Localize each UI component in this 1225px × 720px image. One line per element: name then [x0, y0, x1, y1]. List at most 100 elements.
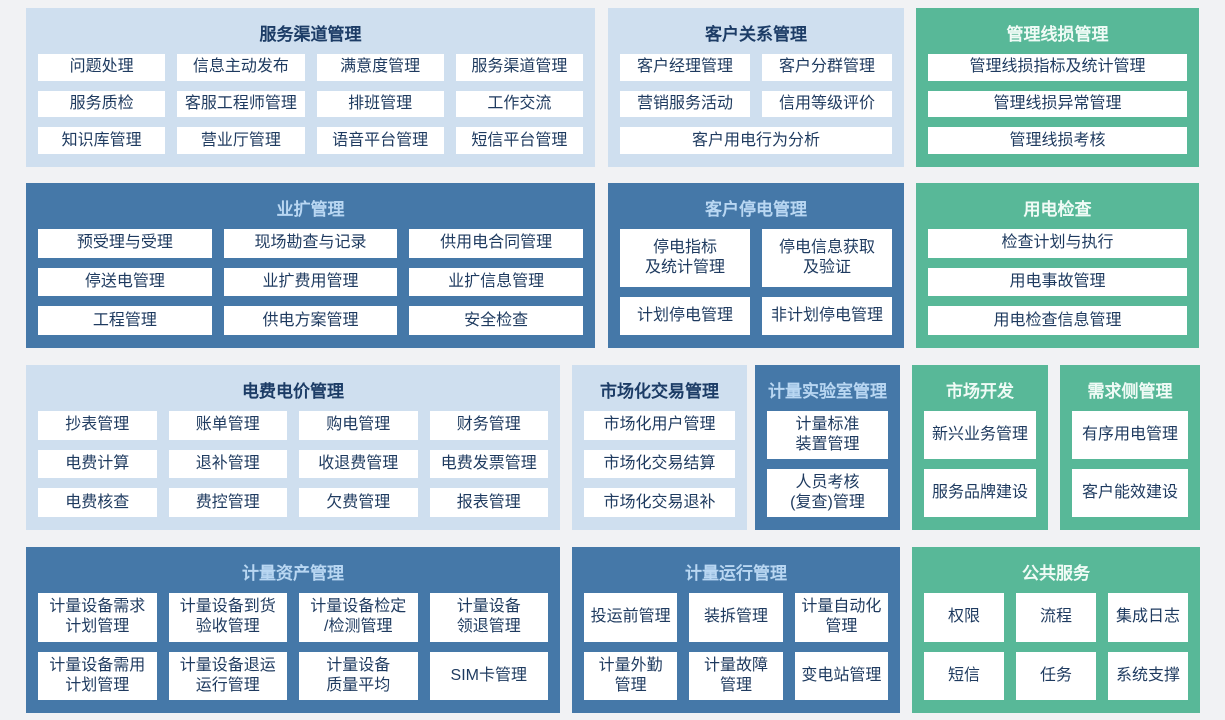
module-item: 短信平台管理 [455, 127, 583, 154]
block-title: 计量运行管理 [685, 564, 787, 583]
module-item: 管理线损异常管理 [928, 90, 1187, 118]
block-module-grid: 新兴业务管理服务品牌建设 [924, 411, 1036, 517]
module-item: 计量外勤 管理 [584, 651, 678, 700]
module-item: 供电方案管理 [223, 306, 398, 335]
block-title: 计量实验室管理 [768, 382, 887, 401]
module-item: 客户用电行为分析 [620, 127, 892, 154]
block-metering-operation-mgmt: 计量运行管理投运前管理装拆管理计量自动化 管理计量外勤 管理计量故障 管理变电站… [572, 547, 900, 713]
module-item: 信用等级评价 [762, 90, 892, 118]
block-title: 客户停电管理 [705, 200, 807, 219]
module-item: 管理线损指标及统计管理 [928, 54, 1187, 81]
block-tariff-billing-mgmt: 电费电价管理抄表管理账单管理购电管理财务管理电费计算退补管理收退费管理电费发票管… [26, 365, 560, 530]
module-item: 集成日志 [1108, 593, 1188, 642]
module-item: 人员考核 (复查)管理 [767, 469, 888, 517]
block-module-grid: 问题处理信息主动发布满意度管理服务渠道管理服务质检客服工程师管理排班管理工作交流… [38, 54, 583, 154]
block-metering-lab-mgmt: 计量实验室管理计量标准 装置管理人员考核 (复查)管理 [755, 365, 900, 530]
module-item: 收退费管理 [299, 449, 418, 479]
block-title: 计量资产管理 [242, 564, 344, 583]
block-title: 业扩管理 [276, 200, 345, 219]
module-item: 满意度管理 [316, 54, 444, 81]
module-item: 计量标准 装置管理 [767, 411, 888, 459]
block-module-grid: 预受理与受理现场勘查与记录供用电合同管理停送电管理业扩费用管理业扩信息管理工程管… [38, 229, 583, 335]
module-item: 计量故障 管理 [689, 651, 783, 700]
module-item: 非计划停电管理 [762, 297, 892, 335]
module-item: 知识库管理 [38, 127, 166, 154]
module-item: 问题处理 [38, 54, 166, 81]
block-module-grid: 投运前管理装拆管理计量自动化 管理计量外勤 管理计量故障 管理变电站管理 [584, 593, 888, 700]
module-item: 计量设备 质量平均 [299, 651, 418, 700]
module-item: 权限 [924, 593, 1004, 642]
module-item: 停送电管理 [38, 267, 212, 297]
block-module-grid: 管理线损指标及统计管理管理线损异常管理管理线损考核 [928, 54, 1187, 154]
block-title: 市场化交易管理 [600, 382, 719, 401]
block-public-services: 公共服务权限流程集成日志短信任务系统支撑 [912, 547, 1200, 713]
module-item: 预受理与受理 [38, 229, 212, 258]
module-item: 报表管理 [429, 488, 548, 517]
module-item: 营销服务活动 [620, 90, 750, 118]
block-power-use-inspection: 用电检查检查计划与执行用电事故管理用电检查信息管理 [916, 183, 1199, 348]
block-module-grid: 客户经理管理客户分群管理营销服务活动信用等级评价客户用电行为分析 [620, 54, 892, 154]
module-item: 计量设备检定 /检测管理 [299, 593, 418, 642]
module-item: 服务品牌建设 [924, 469, 1036, 517]
module-item: 短信 [924, 651, 1004, 700]
module-item: 市场化交易结算 [584, 449, 735, 479]
module-item: 费控管理 [168, 488, 287, 517]
module-item: 计量自动化 管理 [794, 593, 888, 642]
module-item: 检查计划与执行 [928, 229, 1187, 258]
block-market-trade-mgmt: 市场化交易管理市场化用户管理市场化交易结算市场化交易退补 [572, 365, 747, 530]
block-market-development: 市场开发新兴业务管理服务品牌建设 [912, 365, 1048, 530]
module-item: 信息主动发布 [177, 54, 305, 81]
module-item: 计量设备 领退管理 [429, 593, 548, 642]
module-item: 客服工程师管理 [177, 90, 305, 118]
block-business-expansion-mgmt: 业扩管理预受理与受理现场勘查与记录供用电合同管理停送电管理业扩费用管理业扩信息管… [26, 183, 595, 348]
module-item: 投运前管理 [584, 593, 678, 642]
block-title: 管理线损管理 [1006, 25, 1109, 44]
module-item: 电费计算 [38, 449, 157, 479]
module-item: 财务管理 [429, 411, 548, 440]
block-module-grid: 权限流程集成日志短信任务系统支撑 [924, 593, 1188, 700]
module-item: 停电信息获取 及验证 [762, 229, 892, 287]
module-item: 计量设备退运 运行管理 [168, 651, 287, 700]
module-item: 现场勘查与记录 [223, 229, 398, 258]
block-title: 需求侧管理 [1087, 382, 1173, 401]
module-item: 新兴业务管理 [924, 411, 1036, 459]
block-module-grid: 抄表管理账单管理购电管理财务管理电费计算退补管理收退费管理电费发票管理电费核查费… [38, 411, 548, 517]
module-item: 客户分群管理 [762, 54, 892, 81]
module-item: 系统支撑 [1108, 651, 1188, 700]
block-module-grid: 市场化用户管理市场化交易结算市场化交易退补 [584, 411, 735, 517]
block-module-grid: 有序用电管理客户能效建设 [1072, 411, 1188, 517]
module-item: 业扩信息管理 [409, 267, 583, 297]
block-demand-side-mgmt: 需求侧管理有序用电管理客户能效建设 [1060, 365, 1200, 530]
module-item: 有序用电管理 [1072, 411, 1188, 459]
module-item: 业扩费用管理 [223, 267, 398, 297]
module-item: 账单管理 [168, 411, 287, 440]
module-item: 服务质检 [38, 90, 166, 118]
module-item: 营业厅管理 [177, 127, 305, 154]
module-item: 客户能效建设 [1072, 469, 1188, 517]
module-item: 市场化用户管理 [584, 411, 735, 440]
module-item: 语音平台管理 [316, 127, 444, 154]
module-item: 市场化交易退补 [584, 488, 735, 517]
block-service-channel-mgmt: 服务渠道管理问题处理信息主动发布满意度管理服务渠道管理服务质检客服工程师管理排班… [26, 8, 595, 167]
module-item: 计量设备到货 验收管理 [168, 593, 287, 642]
module-item: 抄表管理 [38, 411, 157, 440]
module-item: 欠费管理 [299, 488, 418, 517]
block-customer-relation-mgmt: 客户关系管理客户经理管理客户分群管理营销服务活动信用等级评价客户用电行为分析 [608, 8, 904, 167]
block-module-grid: 停电指标 及统计管理停电信息获取 及验证计划停电管理非计划停电管理 [620, 229, 892, 335]
block-metering-asset-mgmt: 计量资产管理计量设备需求 计划管理计量设备到货 验收管理计量设备检定 /检测管理… [26, 547, 560, 713]
module-item: 客户经理管理 [620, 54, 750, 81]
module-item: 计量设备需求 计划管理 [38, 593, 157, 642]
module-item: 安全检查 [409, 306, 583, 335]
module-item: 装拆管理 [689, 593, 783, 642]
module-item: 变电站管理 [794, 651, 888, 700]
block-title: 电费电价管理 [242, 382, 344, 401]
block-module-grid: 计量设备需求 计划管理计量设备到货 验收管理计量设备检定 /检测管理计量设备 领… [38, 593, 548, 700]
block-customer-outage-mgmt: 客户停电管理停电指标 及统计管理停电信息获取 及验证计划停电管理非计划停电管理 [608, 183, 904, 348]
module-item: 任务 [1016, 651, 1096, 700]
module-item: 供用电合同管理 [409, 229, 583, 258]
module-item: 服务渠道管理 [455, 54, 583, 81]
module-item: 管理线损考核 [928, 127, 1187, 154]
module-item: 购电管理 [299, 411, 418, 440]
module-item: SIM卡管理 [429, 651, 548, 700]
module-item: 用电事故管理 [928, 267, 1187, 297]
